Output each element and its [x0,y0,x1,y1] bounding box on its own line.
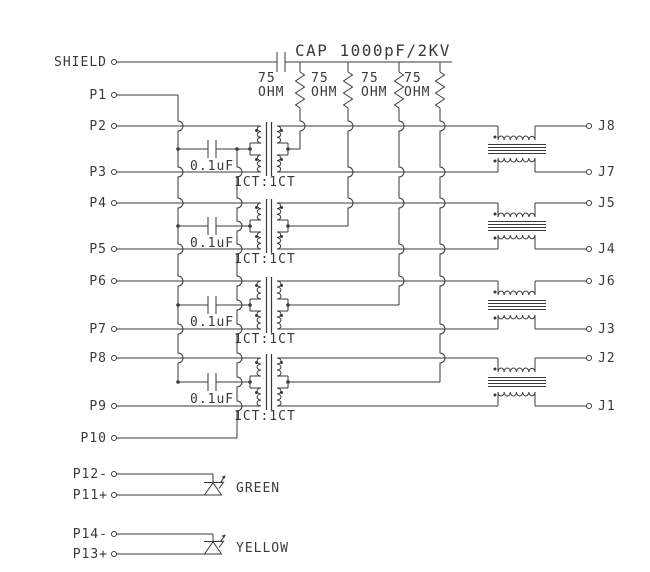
shield-net [116,52,452,72]
coupling-capacitors [178,140,250,391]
choke-icon [488,126,546,172]
pin-label-p13: P13+ [73,547,108,562]
transformer-ratio-label: 1CT:1CT [234,409,296,424]
led-green-circuit [116,473,226,496]
capacitor-icon [178,373,250,391]
resistor-value-label: 75 [404,71,422,86]
resistor-unit-label: OHM [404,85,430,100]
led-yellow-circuit [116,533,226,555]
common-mode-chokes [488,126,546,406]
transformer-icon [249,122,300,176]
pin-label-p1: P1 [89,88,107,103]
signal-rows [116,125,587,407]
transformer-icon [249,354,440,410]
pin-label-p4: P4 [89,196,107,211]
cap-value-label: 0.1uF [190,315,234,330]
hv-cap-value-label: CAP 1000pF/2KV [295,41,451,60]
cap-value-label: 0.1uF [190,236,234,251]
capacitor-icon [178,140,250,158]
cap-value-label: 0.1uF [190,392,234,407]
pin-label-j7: J7 [598,165,616,180]
choke-icon [488,281,546,329]
resistor-value-label: 75 [361,71,379,86]
pin-label-p10: P10 [81,431,107,446]
resistor-icon [434,71,446,382]
pin-label-p9: P9 [89,399,107,414]
transformer-ratio-label: 1CT:1CT [234,252,296,267]
pin-label-p3: P3 [89,165,107,180]
choke-icon [488,203,546,249]
resistor-icon [393,71,405,305]
resistor-icon [294,71,306,149]
transformer-ratio-label: 1CT:1CT [234,175,296,190]
p10-ct-wire [116,149,243,439]
resistor-unit-label: OHM [311,85,337,100]
transformer-icon [249,199,348,253]
termination-resistors [294,71,446,382]
choke-icon [488,358,546,406]
hv-capacitor-icon [276,52,286,72]
resistor-unit-label: OHM [361,85,387,100]
pin-label-p8: P8 [89,351,107,366]
pin-label-p5: P5 [89,242,107,257]
led-color-label-green: GREEN [236,481,280,496]
pin-label-p2: P2 [89,119,107,134]
left-pin-terminals [111,59,117,557]
resistor-value-label: 75 [311,71,329,86]
junction-dots [176,147,290,384]
pin-label-p12: P12- [73,467,108,482]
transformer-icon [249,277,399,333]
led-icon [203,475,226,496]
pin-label-p11: P11+ [73,488,108,503]
pin-label-j1: J1 [598,399,616,414]
pin-label-p6: P6 [89,274,107,289]
right-pin-terminals [586,123,592,409]
resistor-unit-label: OHM [258,85,284,100]
pin-label-j5: J5 [598,196,616,211]
shield-pin-label: SHIELD [54,55,107,70]
pin-label-j4: J4 [598,242,616,257]
p1-cap-bus [116,94,184,382]
led-color-label-yellow: YELLOW [236,541,289,556]
capacitor-icon [178,217,250,235]
cap-value-label: 0.1uF [190,159,234,174]
capacitor-icon [178,296,250,314]
pin-label-p7: P7 [89,322,107,337]
transformer-ratio-label: 1CT:1CT [234,332,296,347]
led-icon [203,534,226,555]
pin-label-j8: J8 [598,119,616,134]
pin-label-j6: J6 [598,274,616,289]
resistor-value-label: 75 [258,71,276,86]
pin-label-j2: J2 [598,351,616,366]
pin-label-p14: P14- [73,527,108,542]
pin-label-j3: J3 [598,322,616,337]
